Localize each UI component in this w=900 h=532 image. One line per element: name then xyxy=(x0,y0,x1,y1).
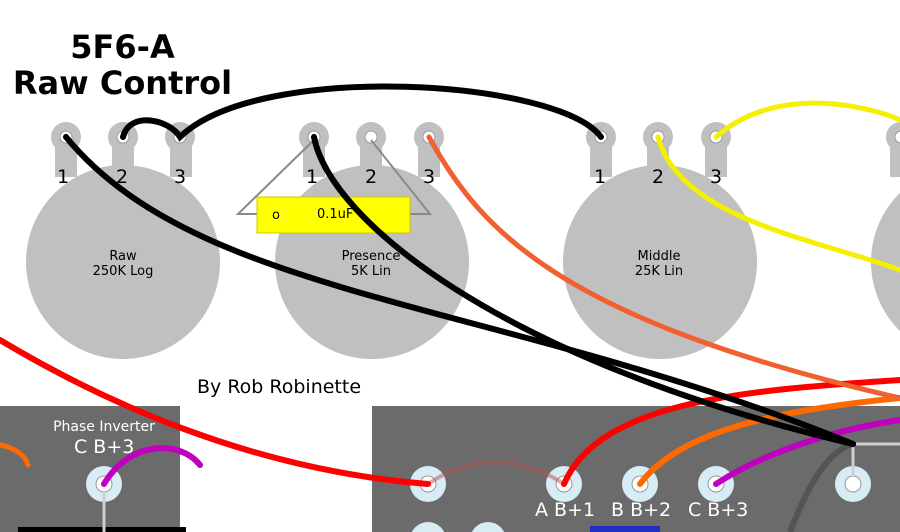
author-byline: By Rob Robinette xyxy=(197,376,362,398)
coral-wire xyxy=(426,134,900,401)
presence-terminal-1: 1 xyxy=(306,166,319,188)
orange-wire-pi xyxy=(0,442,31,468)
red-wire-pi xyxy=(0,337,431,487)
presence-pot-name: Presence xyxy=(341,249,401,264)
raw-terminal-2: 2 xyxy=(116,166,129,188)
capacitor-mark: o xyxy=(272,208,280,223)
middle-pot-body xyxy=(563,165,757,359)
yellow-wire-wiper xyxy=(655,134,900,273)
black-wire-presence xyxy=(311,134,856,447)
board-edge xyxy=(18,527,186,532)
raw-pot-name: Raw xyxy=(109,249,137,264)
yellow-wire-top xyxy=(713,100,900,140)
middle-terminal-3: 3 xyxy=(710,166,723,188)
middle-pot-name: Middle xyxy=(637,249,681,264)
raw-pot-body xyxy=(26,165,220,359)
presence-terminal-2: 2 xyxy=(365,166,378,188)
middle-pot-value: 25K Lin xyxy=(634,264,684,279)
black-wire-raw xyxy=(63,134,856,447)
board-tag-b3: C B+3 xyxy=(688,499,749,521)
middle-terminal-1: 1 xyxy=(594,166,607,188)
board-tag-b1: A B+1 xyxy=(535,499,596,521)
middle-terminal-2: 2 xyxy=(652,166,665,188)
presence-terminal-3: 3 xyxy=(423,166,436,188)
phase-inverter-label: Phase Inverter xyxy=(53,419,155,435)
phase-inverter-board xyxy=(0,406,180,532)
cap-lead-right xyxy=(370,139,433,215)
presence-pot-label: Presence 5K Lin xyxy=(321,249,421,279)
board-trace-dark xyxy=(787,441,854,532)
raw-pot-label: Raw 250K Log xyxy=(73,249,173,279)
magenta-wire-b3 xyxy=(713,417,900,487)
phase-inverter-tag: C B+3 xyxy=(74,436,135,458)
wires xyxy=(0,83,900,487)
raw-pot-value: 250K Log xyxy=(92,264,154,279)
title-line-2: Raw Control xyxy=(12,64,233,102)
raw-terminal-3: 3 xyxy=(174,166,187,188)
middle-pot-label: Middle 25K Lin xyxy=(609,249,709,279)
capacitor-value: 0.1uF xyxy=(317,207,354,222)
black-wire-jumper xyxy=(120,83,604,142)
presence-pot-value: 5K Lin xyxy=(350,264,392,279)
offscreen-pot-body xyxy=(871,192,900,332)
board-part xyxy=(590,526,660,532)
cap-lead-left xyxy=(235,139,315,215)
title-line-1: 5F6-A xyxy=(70,28,175,66)
board-trace xyxy=(426,460,566,486)
magenta-wire-pi xyxy=(101,445,203,487)
presence-capacitor xyxy=(256,196,411,234)
raw-terminal-1: 1 xyxy=(57,166,70,188)
orange-wire-b2 xyxy=(637,395,900,487)
board-tag-b2: B B+2 xyxy=(611,499,672,521)
